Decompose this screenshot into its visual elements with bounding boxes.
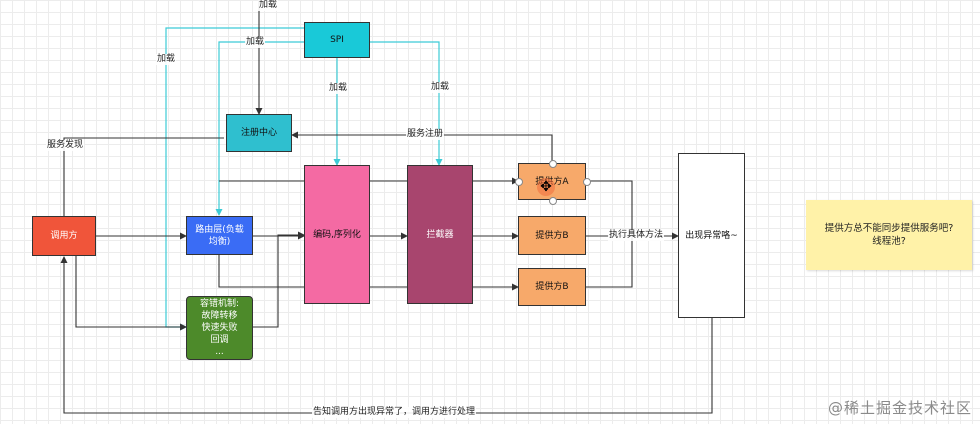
edge-notify — [60, 256, 713, 414]
fault-tolerance-node[interactable]: 容错机制: 故障转移 快速失败 回调 ... — [186, 296, 253, 360]
watermark: @稀土掘金技术社区 — [827, 399, 972, 417]
note-line-2: 线程池? — [872, 236, 906, 247]
sticky-note[interactable]: 提供方总不能同步提供服务吧? 线程池? — [806, 200, 972, 270]
label-load-outer: 加载 — [156, 54, 177, 65]
label-load-codec: 加载 — [328, 83, 349, 94]
edge-spi-fault — [165, 27, 304, 331]
edge-provider-b2-merge — [586, 236, 633, 288]
edge-router-bottom — [218, 255, 304, 288]
resize-handle-top[interactable] — [549, 160, 557, 168]
spi-node[interactable]: SPI — [304, 22, 370, 58]
edge-service-register — [291, 131, 553, 163]
provider-b-node-2[interactable]: 提供方B — [518, 268, 586, 306]
move-cursor-icon: ✥ — [537, 178, 555, 196]
resize-handle-left[interactable] — [515, 178, 523, 186]
label-service-discovery: 服务发现 — [46, 140, 85, 151]
edge-spi-interceptor — [370, 41, 443, 166]
edge-spi-router — [215, 41, 304, 216]
label-load-left: 加载 — [245, 37, 266, 48]
label-load-top: 加载 — [258, 0, 279, 11]
resize-handle-bottom[interactable] — [549, 197, 557, 205]
note-line-1: 提供方总不能同步提供服务吧? — [824, 223, 954, 234]
edge-service-discovery — [63, 137, 224, 216]
edge-consumer-fault — [75, 256, 187, 331]
edge-provider-a-merge — [586, 180, 633, 236]
codec-node[interactable]: 编码,序列化 — [304, 165, 370, 304]
label-load-interceptor: 加载 — [430, 82, 451, 93]
label-service-register: 服务注册 — [406, 129, 445, 140]
label-execute-method: 执行具体方法 — [608, 230, 665, 241]
registry-node[interactable]: 注册中心 — [226, 114, 292, 152]
interceptor-node[interactable]: 拦截器 — [407, 165, 473, 304]
consumer-node[interactable]: 调用方 — [32, 216, 96, 256]
edge-fault-codec — [253, 231, 305, 328]
exception-node[interactable]: 出现异常咯~ — [678, 153, 745, 318]
router-node[interactable]: 路由层(负载 均衡) — [186, 216, 253, 255]
resize-handle-right[interactable] — [583, 178, 591, 186]
provider-b-node[interactable]: 提供方B — [518, 216, 586, 255]
label-notify: 告知调用方出现异常了，调用方进行处理 — [312, 407, 477, 418]
